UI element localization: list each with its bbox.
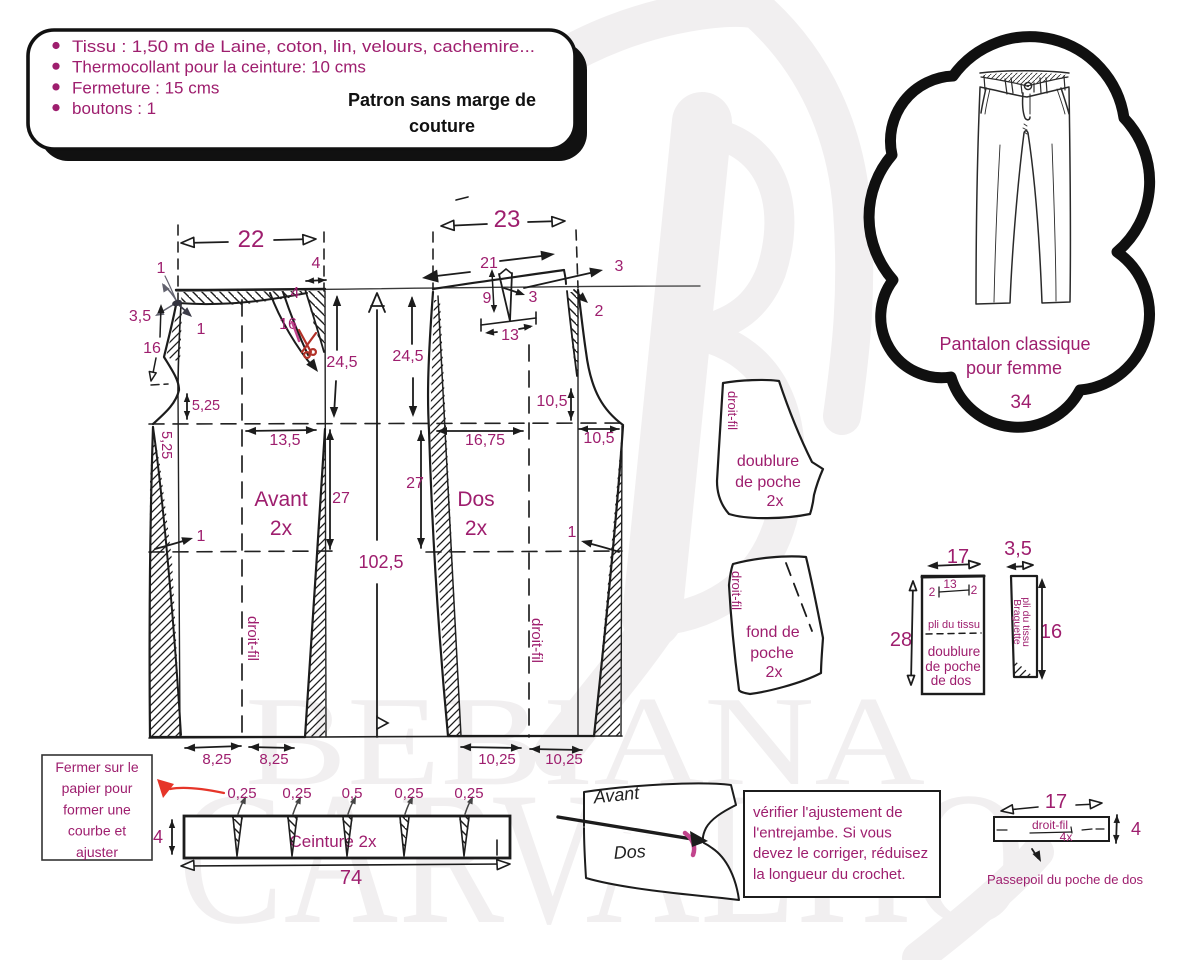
svg-text:16: 16	[143, 340, 161, 357]
svg-text:24,5: 24,5	[392, 348, 423, 365]
svg-text:2: 2	[971, 583, 978, 597]
svg-text:pour femme: pour femme	[966, 358, 1062, 378]
svg-text:22: 22	[238, 226, 265, 253]
svg-text:ajuster: ajuster	[76, 844, 118, 860]
svg-text:27: 27	[332, 490, 350, 507]
svg-text:21: 21	[480, 255, 498, 272]
svg-text:0,5: 0,5	[342, 785, 363, 802]
svg-text:couture: couture	[409, 116, 475, 136]
svg-text:Avant: Avant	[254, 488, 307, 511]
svg-text:2x: 2x	[766, 664, 783, 681]
svg-text:papier pour: papier pour	[62, 780, 133, 796]
svg-text:9: 9	[483, 290, 492, 307]
svg-text:devez le corriger, réduisez: devez le corriger, réduisez	[753, 845, 928, 862]
svg-text:3: 3	[615, 258, 624, 275]
svg-text:doublure: doublure	[928, 644, 981, 659]
svg-text:4x: 4x	[1060, 830, 1073, 844]
svg-text:pli du tissu: pli du tissu	[928, 619, 980, 631]
svg-text:3: 3	[529, 289, 538, 306]
svg-text:de poche: de poche	[735, 474, 801, 491]
svg-text:27: 27	[406, 475, 424, 492]
svg-text:4: 4	[153, 827, 163, 847]
svg-text:la longueur du crochet.: la longueur du crochet.	[753, 866, 906, 883]
svg-text:4: 4	[291, 285, 300, 302]
svg-text:de dos: de dos	[931, 673, 972, 688]
svg-text:droit-fil: droit-fil	[725, 391, 740, 430]
svg-text:10,25: 10,25	[545, 751, 583, 768]
svg-text:13: 13	[943, 577, 957, 591]
svg-text:Fermer sur le: Fermer sur le	[55, 759, 138, 775]
svg-text:Dos: Dos	[457, 488, 494, 511]
svg-text:Patron sans marge de: Patron sans marge de	[348, 90, 536, 110]
svg-text:Pantalon classique: Pantalon classique	[939, 334, 1090, 354]
svg-text:0,25: 0,25	[454, 785, 483, 802]
svg-text:16,75: 16,75	[465, 432, 505, 449]
svg-text:2: 2	[929, 585, 936, 599]
svg-text:17: 17	[947, 546, 969, 568]
svg-text:2x: 2x	[767, 493, 784, 510]
svg-text:1: 1	[568, 524, 577, 541]
svg-text:Thermocollant pour la ceinture: Thermocollant pour la ceinture: 10 cms	[72, 58, 366, 77]
svg-text:16: 16	[279, 316, 297, 333]
svg-text:13: 13	[501, 327, 519, 344]
svg-text:34: 34	[1010, 392, 1032, 413]
svg-text:10,25: 10,25	[478, 751, 516, 768]
svg-text:de poche: de poche	[925, 659, 981, 674]
svg-text:Braguette: Braguette	[1011, 599, 1023, 645]
svg-text:Dos: Dos	[613, 841, 646, 863]
svg-text:102,5: 102,5	[358, 552, 403, 572]
svg-text:3,5: 3,5	[129, 308, 151, 325]
svg-text:Passepoil du poche de dos: Passepoil du poche de dos	[987, 872, 1144, 887]
svg-text:13,5: 13,5	[269, 432, 300, 449]
svg-text:74: 74	[340, 867, 362, 889]
svg-text:5,25: 5,25	[158, 431, 174, 459]
svg-text:droit-fil: droit-fil	[1032, 818, 1068, 832]
svg-text:0,25: 0,25	[227, 785, 256, 802]
svg-text:10,5: 10,5	[583, 430, 614, 447]
svg-text:3,5: 3,5	[1004, 538, 1032, 560]
svg-text:poche: poche	[750, 645, 794, 662]
svg-text:4: 4	[1131, 819, 1141, 839]
svg-text:Ceinture 2x: Ceinture 2x	[290, 832, 377, 851]
svg-text:vérifier l'ajustement de: vérifier l'ajustement de	[753, 804, 903, 821]
svg-text:droit-fil: droit-fil	[729, 571, 744, 610]
svg-text:droit-fil: droit-fil	[528, 618, 545, 663]
svg-text:10,5: 10,5	[536, 393, 567, 410]
svg-text:pli du tissu: pli du tissu	[1020, 597, 1032, 647]
svg-text:2x: 2x	[270, 517, 293, 540]
svg-text:28: 28	[890, 629, 912, 651]
svg-text:24,5: 24,5	[326, 354, 357, 371]
svg-text:Avant: Avant	[592, 783, 642, 808]
svg-text:BEBIANA: BEBIANA	[245, 670, 925, 812]
svg-text:17: 17	[1045, 791, 1067, 813]
svg-text:5,25: 5,25	[192, 398, 220, 414]
svg-text:Fermeture : 15 cms: Fermeture : 15 cms	[72, 78, 219, 97]
svg-text:courbe et: courbe et	[68, 823, 126, 839]
svg-text:0,25: 0,25	[282, 785, 311, 802]
svg-text:2: 2	[595, 303, 604, 320]
svg-text:former une: former une	[63, 801, 131, 817]
svg-text:2x: 2x	[465, 517, 488, 540]
svg-text:0,25: 0,25	[394, 785, 423, 802]
svg-text:boutons : 1: boutons : 1	[72, 99, 156, 118]
svg-text:1: 1	[197, 321, 206, 338]
svg-text:doublure: doublure	[737, 453, 799, 470]
svg-text:fond de: fond de	[746, 624, 799, 641]
svg-text:1: 1	[197, 528, 206, 545]
svg-text:8,25: 8,25	[202, 751, 231, 768]
svg-text:16: 16	[1040, 621, 1062, 643]
svg-text:4: 4	[312, 255, 321, 272]
svg-text:8,25: 8,25	[259, 751, 288, 768]
svg-text:1: 1	[157, 260, 166, 277]
svg-text:Tissu : 1,50 m de Laine, coton: Tissu : 1,50 m de Laine, coton, lin, vel…	[72, 37, 535, 56]
svg-text:droit-fil: droit-fil	[244, 616, 261, 661]
svg-text:23: 23	[494, 206, 521, 233]
svg-text:l'entrejambe. Si vous: l'entrejambe. Si vous	[753, 825, 892, 842]
